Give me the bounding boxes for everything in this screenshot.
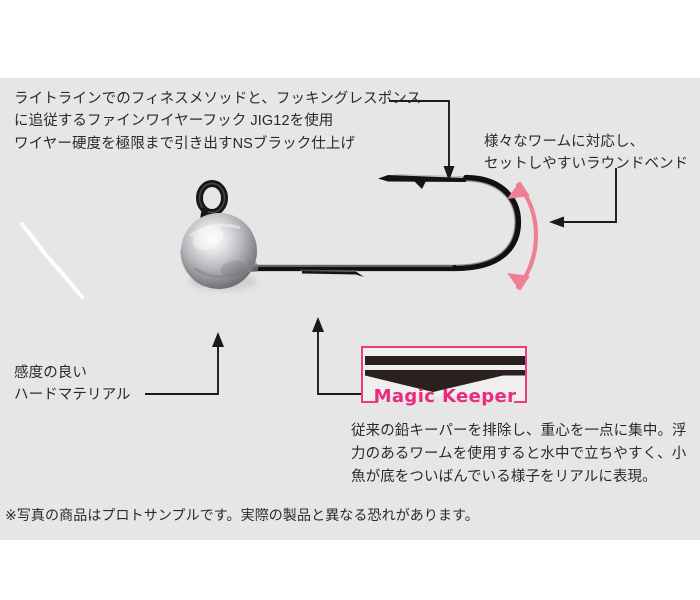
content-panel [0, 78, 700, 540]
round-bend-arrow [507, 181, 538, 291]
magic-keeper-label: Magic Keeper [373, 386, 517, 407]
callout-text-hook-spec: ライトラインでのフィネスメソッドと、フッキングレスポンス に追従するファインワイ… [14, 91, 422, 152]
highlight-streak [20, 222, 84, 299]
magic-keeper-label-mask [378, 396, 514, 408]
callout-text-hard-material: 感度の良い ハードマテリアル [14, 365, 131, 404]
jig-head-photo [180, 174, 522, 291]
callout-text-round-bend: 様々なワームに対応し、 セットしやすいラウンドベンド [484, 134, 689, 173]
disclaimer-text: ※写真の商品はプロトサンプルです。実際の製品と異なる恐れがあります。 [5, 507, 479, 523]
magic-keeper-inset-illustration [363, 348, 525, 401]
magic-keeper-description: 従来の鉛キーパーを排除し、重心を一点に集中。浮 力のあるワームを使用すると水中で… [351, 423, 687, 486]
magic-keeper-inset-box [361, 346, 527, 403]
